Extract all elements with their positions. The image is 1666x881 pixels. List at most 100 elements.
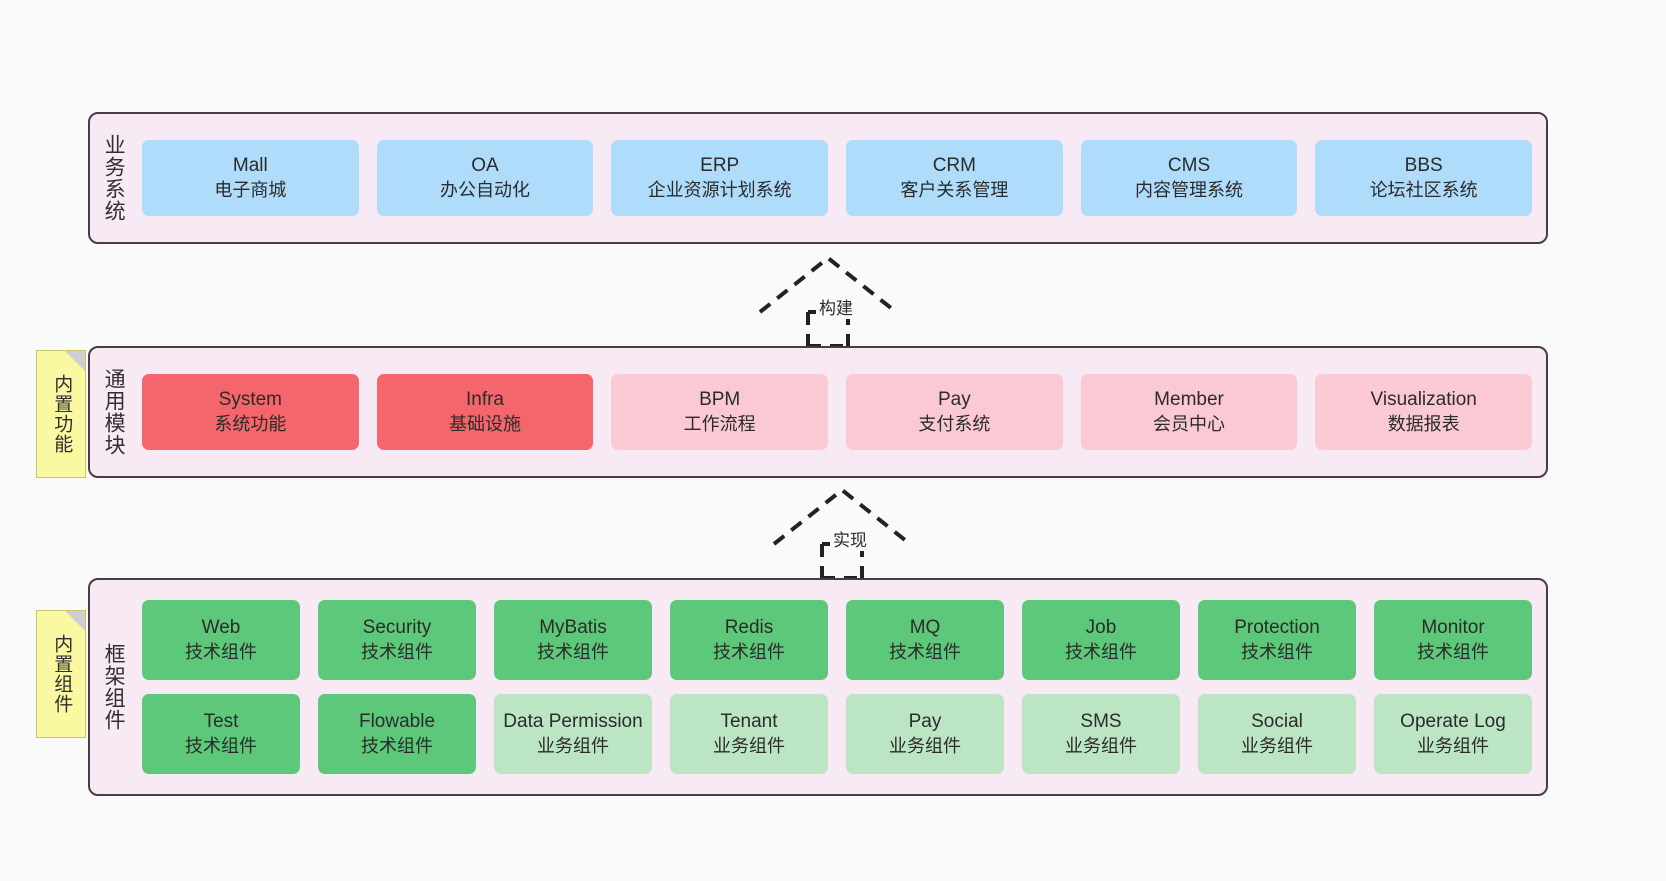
- card-cms[interactable]: CMS 内容管理系统: [1080, 140, 1298, 216]
- layer-framework-component: 框架组件 Web 技术组件 Security 技术组件 MyBatis 技术组件…: [88, 578, 1548, 796]
- card-bpm[interactable]: BPM 工作流程: [611, 374, 829, 450]
- card-subtitle: 内容管理系统: [1135, 179, 1244, 200]
- card-crm[interactable]: CRM 客户关系管理: [846, 140, 1063, 216]
- card-row: Mall 电子商城 OA 办公自动化 ERP 企业资源计划系统 CRM 客户关系…: [142, 140, 1533, 216]
- card-row: System 系统功能 Infra 基础设施 BPM 工作流程 Pay 支付系统…: [142, 374, 1533, 450]
- card-bbs[interactable]: BBS 论坛社区系统: [1315, 140, 1533, 216]
- card-title: Social: [1251, 711, 1303, 733]
- card-redis[interactable]: Redis 技术组件: [670, 600, 828, 680]
- card-subtitle: 技术组件: [1065, 641, 1137, 662]
- card-title: CMS: [1167, 155, 1211, 177]
- card-title: Monitor: [1421, 617, 1485, 639]
- card-subtitle: 业务组件: [537, 735, 609, 756]
- layer-title-business-system: 业务系统: [102, 134, 126, 222]
- card-subtitle: 技术组件: [1241, 641, 1313, 662]
- note-label: 内置组件: [51, 634, 73, 714]
- card-title: Web: [201, 617, 241, 639]
- layer-body-framework-component: Web 技术组件 Security 技术组件 MyBatis 技术组件 Redi…: [136, 580, 1546, 794]
- arrow-label-implement: 实现: [830, 526, 870, 551]
- card-title: MyBatis: [539, 617, 607, 639]
- card-subtitle: 客户关系管理: [900, 179, 1009, 200]
- card-subtitle: 技术组件: [889, 641, 961, 662]
- card-title: Flowable: [358, 711, 436, 733]
- card-title: Data Permission: [503, 711, 643, 733]
- card-pay-module[interactable]: Pay 支付系统: [846, 374, 1063, 450]
- card-subtitle: 支付系统: [918, 413, 991, 434]
- arrow-label-build: 构建: [816, 294, 856, 319]
- card-title: SMS: [1080, 711, 1122, 733]
- card-subtitle: 企业资源计划系统: [647, 179, 792, 200]
- card-monitor[interactable]: Monitor 技术组件: [1374, 600, 1532, 680]
- note-label: 内置功能: [51, 374, 73, 454]
- card-system[interactable]: System 系统功能: [142, 374, 359, 450]
- card-title: Mall: [232, 155, 268, 177]
- note-builtin-components: 内置组件: [36, 610, 86, 738]
- generalization-arrow-implement: 实现: [762, 486, 922, 580]
- card-title: Protection: [1234, 617, 1320, 639]
- card-subtitle: 技术组件: [713, 641, 785, 662]
- card-pay-component[interactable]: Pay 业务组件: [846, 694, 1004, 774]
- card-data-permission[interactable]: Data Permission 业务组件: [494, 694, 652, 774]
- layer-body-common-module: System 系统功能 Infra 基础设施 BPM 工作流程 Pay 支付系统…: [136, 348, 1546, 476]
- card-title: Redis: [724, 617, 774, 639]
- card-mall[interactable]: Mall 电子商城: [142, 140, 359, 216]
- card-subtitle: 基础设施: [449, 413, 521, 434]
- card-subtitle: 会员中心: [1153, 413, 1226, 434]
- card-subtitle: 业务组件: [889, 735, 961, 756]
- card-mq[interactable]: MQ 技术组件: [846, 600, 1004, 680]
- card-subtitle: 业务组件: [713, 735, 785, 756]
- generalization-arrow-build: 构建: [748, 254, 908, 348]
- card-subtitle: 论坛社区系统: [1369, 179, 1478, 200]
- card-sms[interactable]: SMS 业务组件: [1022, 694, 1180, 774]
- card-subtitle: 业务组件: [1065, 735, 1137, 756]
- card-title: Test: [203, 711, 239, 733]
- card-row: Web 技术组件 Security 技术组件 MyBatis 技术组件 Redi…: [142, 600, 1532, 680]
- layer-business-system: 业务系统 Mall 电子商城 OA 办公自动化 ERP 企业资源计划系统 CRM…: [88, 112, 1548, 244]
- card-flowable[interactable]: Flowable 技术组件: [318, 694, 476, 774]
- card-test[interactable]: Test 技术组件: [142, 694, 300, 774]
- card-title: Operate Log: [1400, 711, 1506, 733]
- card-subtitle: 办公自动化: [440, 179, 530, 200]
- card-title: Security: [362, 617, 432, 639]
- card-subtitle: 技术组件: [361, 641, 433, 662]
- layer-title-framework-component: 框架组件: [102, 643, 126, 731]
- card-subtitle: 技术组件: [361, 735, 433, 756]
- card-visualization[interactable]: Visualization 数据报表: [1315, 374, 1533, 450]
- card-title: BPM: [699, 389, 741, 411]
- card-erp[interactable]: ERP 企业资源计划系统: [611, 140, 829, 216]
- card-subtitle: 工作流程: [683, 413, 756, 434]
- card-member[interactable]: Member 会员中心: [1080, 374, 1298, 450]
- note-builtin-features: 内置功能: [36, 350, 86, 478]
- card-title: Visualization: [1370, 389, 1477, 411]
- card-job[interactable]: Job 技术组件: [1022, 600, 1180, 680]
- card-operate-log[interactable]: Operate Log 业务组件: [1374, 694, 1532, 774]
- card-subtitle: 技术组件: [185, 641, 257, 662]
- card-subtitle: 数据报表: [1387, 413, 1460, 434]
- card-social[interactable]: Social 业务组件: [1198, 694, 1356, 774]
- card-oa[interactable]: OA 办公自动化: [376, 140, 594, 216]
- card-protection[interactable]: Protection 技术组件: [1198, 600, 1356, 680]
- card-subtitle: 技术组件: [1417, 641, 1489, 662]
- card-security[interactable]: Security 技术组件: [318, 600, 476, 680]
- card-title: System: [218, 389, 283, 411]
- card-subtitle: 技术组件: [185, 735, 257, 756]
- card-title: CRM: [932, 155, 976, 177]
- card-title: ERP: [700, 155, 740, 177]
- layer-title-common-module: 通用模块: [102, 368, 126, 456]
- card-subtitle: 技术组件: [537, 641, 609, 662]
- card-title: Tenant: [720, 711, 778, 733]
- card-title: Pay: [937, 389, 971, 411]
- card-title: Pay: [908, 711, 942, 733]
- card-web[interactable]: Web 技术组件: [142, 600, 300, 680]
- card-subtitle: 业务组件: [1417, 735, 1489, 756]
- card-infra[interactable]: Infra 基础设施: [376, 374, 594, 450]
- card-mybatis[interactable]: MyBatis 技术组件: [494, 600, 652, 680]
- card-title: Member: [1154, 389, 1224, 411]
- card-tenant[interactable]: Tenant 业务组件: [670, 694, 828, 774]
- card-title: Job: [1085, 617, 1117, 639]
- card-title: BBS: [1404, 155, 1443, 177]
- card-title: MQ: [909, 617, 941, 639]
- card-subtitle: 业务组件: [1241, 735, 1313, 756]
- card-title: OA: [471, 155, 499, 177]
